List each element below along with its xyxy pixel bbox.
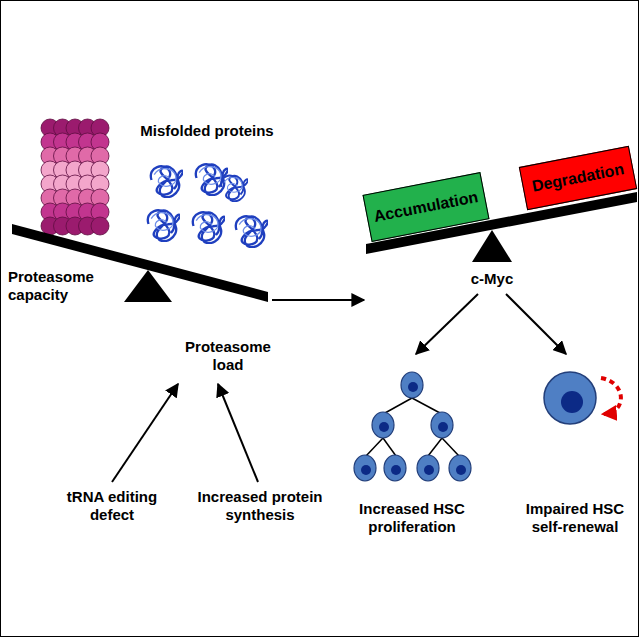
protein-label: c-Myc <box>452 270 532 288</box>
box-label: Accumulation <box>372 188 479 226</box>
misfolded-proteins <box>148 164 268 247</box>
outcome-label: Impaired HSC self-renewal <box>514 500 636 536</box>
hsc-cell <box>544 372 596 424</box>
cause-label: Increased protein synthesis <box>185 488 335 524</box>
arrow <box>272 299 364 301</box>
fulcrum <box>472 230 512 262</box>
proteasome <box>41 119 109 235</box>
hsc-cells <box>354 372 471 481</box>
cause-label: tRNA editing defect <box>56 488 168 524</box>
lineage-lines <box>366 398 459 456</box>
nucleus <box>561 391 583 413</box>
fulcrum <box>124 270 172 302</box>
protein-label: Misfolded proteins <box>117 122 297 140</box>
arrow <box>416 294 478 354</box>
arrow <box>218 384 258 482</box>
load-label: Proteasome load <box>178 338 278 374</box>
arrow <box>506 294 566 354</box>
self-renewal-arrow <box>601 378 621 414</box>
outcome-label: Increased HSC proliferation <box>348 500 476 536</box>
arrow <box>112 384 178 482</box>
capacity-label: Proteasome capacity <box>8 268 108 304</box>
box-label: Degradation <box>530 160 625 195</box>
